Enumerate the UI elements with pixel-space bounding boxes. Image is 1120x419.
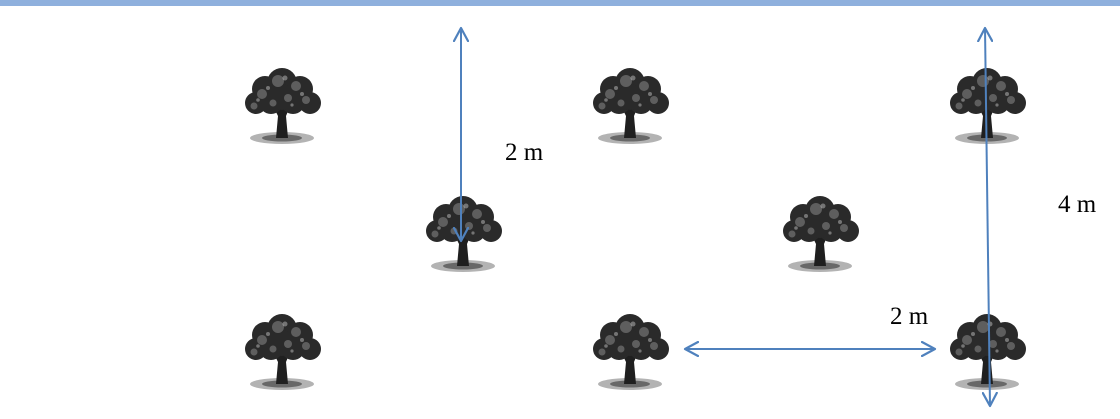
tree-row3-col1 [245, 314, 321, 390]
label-vertical-long: 4 m [1058, 191, 1097, 218]
tree-row2-col1 [426, 196, 502, 272]
tree-row1-col3 [950, 68, 1026, 144]
tree-row1-col2 [593, 68, 669, 144]
arrow-vertical-long [985, 28, 990, 406]
label-horizontal: 2 m [890, 303, 929, 330]
label-vertical-short: 2 m [505, 139, 544, 166]
top-border [0, 0, 1120, 6]
tree-row1-col1 [245, 68, 321, 144]
trees [245, 68, 1026, 390]
tree-row3-col2 [593, 314, 669, 390]
tree-row2-col2 [783, 196, 859, 272]
